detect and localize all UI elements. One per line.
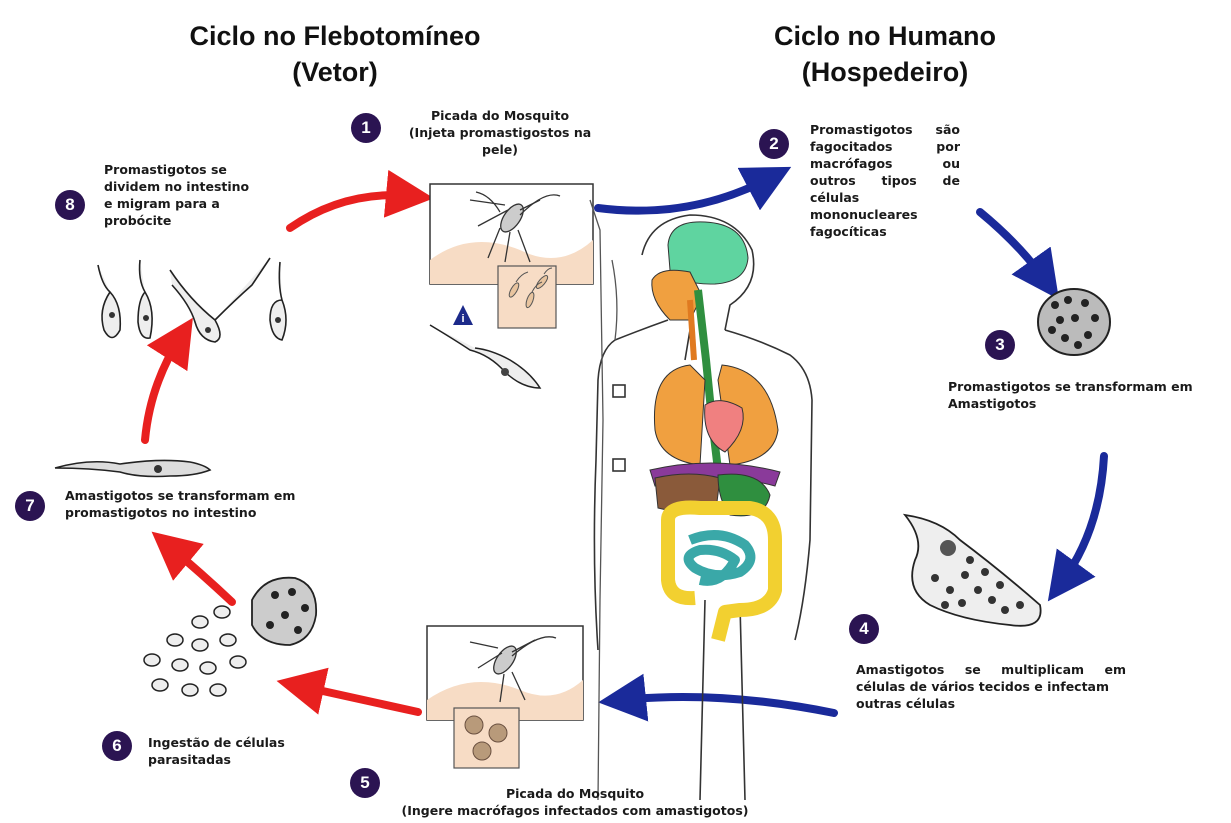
step-6-badge: 6 xyxy=(102,731,132,761)
arrow-3-to-4 xyxy=(1062,456,1104,582)
step-3-line: Promastigotos se transformam em xyxy=(948,378,1231,395)
step-8-line: probócite xyxy=(104,212,304,229)
arrow-8-to-1 xyxy=(290,195,410,228)
sandfly-bite-inset-bottom xyxy=(427,626,583,768)
left-lung xyxy=(654,365,705,465)
arrow-4-to-5 xyxy=(622,697,834,713)
step-8-label: Promastigotos se dividem no intestino e … xyxy=(104,161,304,229)
step-2-line: Promastigotos são xyxy=(810,121,960,138)
step-1-badge: 1 xyxy=(351,113,381,143)
step-4-line: Amastigotos se multiplicam em xyxy=(856,661,1126,678)
step-7-line: promastigotos no intestino xyxy=(65,504,345,521)
step-6-line: parasitadas xyxy=(148,751,348,768)
step-4-line: outras células xyxy=(856,695,1126,712)
step-4-badge: 4 xyxy=(849,614,879,644)
step-3-label: Promastigotos se transformam em Amastigo… xyxy=(948,378,1231,412)
info-badge-text: i xyxy=(461,313,464,325)
sandfly-bite-inset-top: i xyxy=(430,184,593,328)
macrophage-step3 xyxy=(1038,289,1110,355)
step-1-line: (Injeta promastigostos na pele) xyxy=(390,124,610,158)
step-4-label: Amastigotos se multiplicam em células de… xyxy=(856,661,1126,712)
step-5-label: Picada do Mosquito (Ingere macrófagos in… xyxy=(360,785,790,819)
step-3-line: Amastigotos xyxy=(948,395,1231,412)
step-1-label: Picada do Mosquito (Injeta promastigosto… xyxy=(390,107,610,158)
step-6-line: Ingestão de células xyxy=(148,734,348,751)
step-8-badge: 8 xyxy=(55,190,85,220)
step-2-line: mononucleares xyxy=(810,206,960,223)
step-5-line: (Ingere macrófagos infectados com amasti… xyxy=(360,802,790,819)
step-7-badge: 7 xyxy=(15,491,45,521)
step-2-line: outros tipos de xyxy=(810,172,960,189)
arrow-5-to-6 xyxy=(300,686,418,712)
step-2-line: fagocitados por xyxy=(810,138,960,155)
step-4-line: células de vários tecidos e infectam xyxy=(856,678,1126,695)
trachea xyxy=(690,300,694,360)
organs xyxy=(650,222,780,640)
step-3-badge: 3 xyxy=(985,330,1015,360)
step-8-line: Promastigotos se xyxy=(104,161,304,178)
arrow-1-to-2 xyxy=(598,178,770,211)
step-5-line: Picada do Mosquito xyxy=(360,785,790,802)
arrow-2-to-3 xyxy=(980,212,1045,280)
step-2-line: macrófagos ou xyxy=(810,155,960,172)
small-intestine xyxy=(689,535,751,581)
infected-cell-step4 xyxy=(905,515,1041,626)
step-2-label: Promastigotos são fagocitados por macróf… xyxy=(810,121,960,240)
step-8-line: dividem no intestino xyxy=(104,178,304,195)
arrow-6-to-7 xyxy=(170,547,232,602)
arrow-7-to-8 xyxy=(145,338,180,440)
step-1-line: Picada do Mosquito xyxy=(390,107,610,124)
step-7-line: Amastigotos se transformam em xyxy=(65,487,345,504)
promastigote-illustration xyxy=(430,325,540,388)
step-7-label: Amastigotos se transformam em promastigo… xyxy=(65,487,345,521)
step-8-line: e migram para a xyxy=(104,195,304,212)
promastigotes-step8 xyxy=(98,258,286,342)
step-2-line: células xyxy=(810,189,960,206)
step-6-label: Ingestão de células parasitadas xyxy=(148,734,348,768)
promastigote-step7 xyxy=(55,460,210,476)
step-2-line: fagocíticas xyxy=(810,223,960,240)
step-2-badge: 2 xyxy=(759,129,789,159)
